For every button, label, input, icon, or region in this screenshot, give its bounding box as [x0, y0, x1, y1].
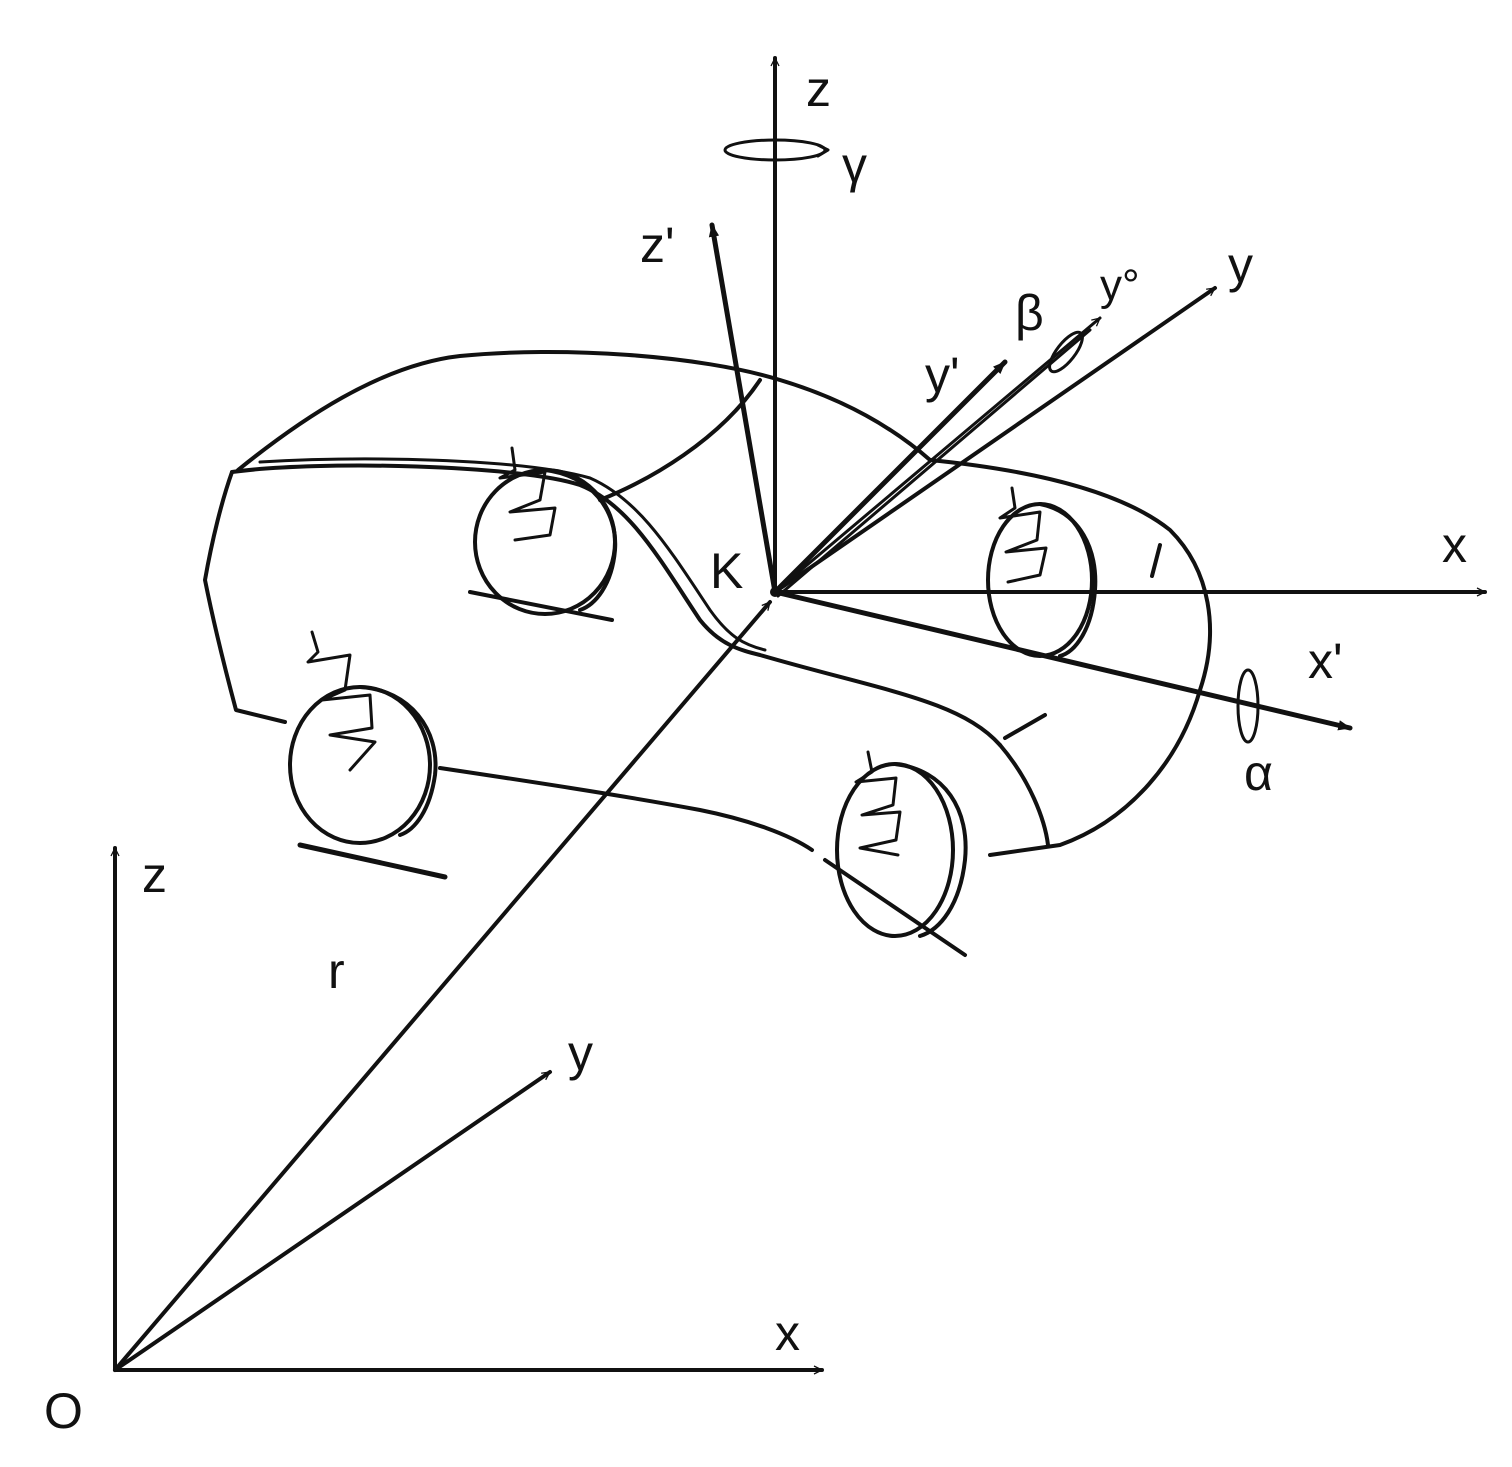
car-belt-line-outer [230, 463, 1002, 747]
label-vehicle-x: x [1442, 517, 1467, 573]
label-global-z: z [142, 847, 167, 903]
car-hood-tick [1150, 543, 1162, 578]
wheel-rear-left [288, 630, 448, 880]
label-intermediate-y: y° [1100, 261, 1140, 310]
car-roof-line [236, 349, 932, 472]
point-k [770, 587, 780, 597]
label-global-y: y [568, 1025, 593, 1081]
rotation-markers [723, 138, 1260, 744]
car-front-outline [928, 458, 1212, 857]
labels: O z y x r K z γ z' y y° β y' x x' α [44, 61, 1467, 1439]
spring-rear-right [498, 446, 557, 542]
spring-rear-left [306, 630, 377, 772]
ground-contact-rear-right [468, 590, 614, 622]
spring-front-left [854, 750, 902, 857]
car-rear-outline [203, 470, 287, 724]
label-global-x: x [775, 1305, 800, 1361]
car-body [203, 349, 1212, 857]
wheel-front-left [823, 750, 968, 957]
car-belt-line-inner [258, 457, 767, 652]
label-roll-angle: α [1244, 745, 1273, 801]
label-body-z: z' [640, 217, 675, 273]
ground-contact-front-left [823, 858, 967, 957]
label-vehicle-z: z [806, 61, 831, 117]
label-pitch-angle: β [1015, 285, 1044, 341]
label-position-vector: r [328, 943, 345, 999]
label-yaw-angle: γ [842, 137, 867, 193]
position-vector-r [113, 600, 772, 1372]
label-vehicle-y: y [1228, 237, 1253, 293]
label-body-x: x' [1308, 633, 1343, 689]
wheel-rear-right [468, 446, 618, 622]
car-front-fender [998, 743, 1050, 847]
vehicle-frame [708, 56, 1487, 731]
body-x-axis [772, 589, 1353, 731]
car-side-sill [438, 766, 814, 852]
label-body-y: y' [925, 347, 960, 403]
body-z-axis [708, 222, 778, 595]
roll-rotation-icon [1236, 668, 1260, 744]
pitch-rotation-icon [1048, 330, 1084, 374]
wheel-front-right [986, 486, 1098, 658]
intermediate-y-axis-2 [776, 328, 1092, 598]
global-frame [113, 600, 824, 1372]
label-origin: O [44, 1383, 83, 1439]
body-y-axis [772, 359, 1008, 595]
car-fender-tick [1003, 713, 1047, 740]
car-windshield-line [598, 378, 762, 502]
global-y-axis [113, 1070, 552, 1372]
vehicle-y-axis [773, 286, 1217, 594]
intermediate-y-axis [773, 316, 1102, 594]
ground-contact-rear-left [297, 842, 448, 880]
spring-front-right [998, 486, 1048, 584]
label-body-point: K [710, 543, 743, 599]
